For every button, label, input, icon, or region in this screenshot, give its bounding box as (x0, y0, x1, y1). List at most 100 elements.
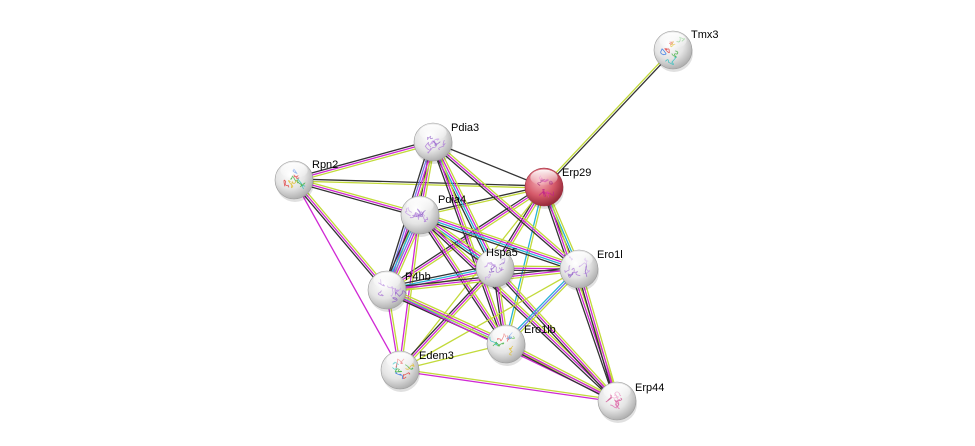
node-p4hb[interactable]: P4hb (367, 270, 431, 312)
node-label: Pdia4 (438, 194, 466, 206)
edge-ero1l-edem3[interactable] (399, 268, 580, 371)
edge-line-black (430, 142, 505, 345)
edge-line-black (417, 215, 505, 346)
edge-pdia3-rpn2[interactable] (293, 139, 434, 183)
node-label: Ero1l (597, 249, 623, 261)
edges-layer (291, 48, 675, 404)
edge-line-magenta (505, 343, 618, 402)
edge-line-magenta (419, 214, 618, 402)
node-ero1l[interactable]: Ero1l (559, 249, 623, 291)
node-highlight (530, 169, 558, 186)
node-highlight (481, 250, 509, 267)
edge-rpn2-edem3[interactable] (293, 179, 401, 371)
node-label: Edem3 (419, 350, 454, 362)
node-highlight (280, 162, 308, 179)
edge-line-black (293, 139, 433, 179)
edge-rpn2-p4hb[interactable] (291, 178, 390, 292)
edge-line-magenta (494, 267, 618, 402)
edge-line-green (294, 177, 421, 214)
node-highlight (373, 272, 401, 289)
node-pdia4[interactable]: Pdia4 (400, 194, 466, 237)
edge-line-magenta (399, 370, 617, 403)
edge-line-green (400, 215, 422, 371)
edge-line-green (496, 266, 620, 401)
node-highlight (419, 124, 447, 141)
edge-line-black (504, 345, 617, 404)
edge-line-magenta (293, 141, 434, 181)
edge-line-green (295, 178, 390, 290)
edge-pdia4-ero1l[interactable] (418, 211, 581, 273)
edge-line-black (419, 185, 544, 215)
edge-rpn2-pdia4[interactable] (293, 177, 421, 218)
edge-line-magenta (293, 179, 388, 291)
edge-line-black (431, 143, 579, 272)
edge-line-green (388, 286, 508, 342)
edge-erp29-pdia3[interactable] (432, 141, 545, 188)
edge-pdia4-erp44[interactable] (418, 213, 619, 403)
node-hspa5[interactable]: Hspa5 (475, 247, 518, 290)
edge-line-black (291, 180, 386, 292)
edge-line-magenta (433, 141, 497, 268)
edge-pdia3-ero1lb[interactable] (430, 141, 509, 345)
edge-hspa5-erp44[interactable] (492, 266, 620, 403)
edge-line-black (418, 217, 579, 273)
edge-pdia4-edem3[interactable] (398, 214, 422, 371)
edge-ero1l-erp44[interactable] (576, 268, 620, 402)
edge-erp29-pdia4[interactable] (419, 185, 545, 217)
node-rpn2[interactable]: Rpn2 (274, 159, 338, 202)
edge-line-green (420, 211, 581, 267)
node-label: Erp29 (562, 167, 591, 179)
edge-line-black (541, 187, 616, 402)
edge-line-green (400, 368, 618, 401)
edge-line-green (399, 268, 580, 371)
node-highlight (492, 326, 520, 343)
edge-line-green (421, 213, 509, 344)
edge-line-black (432, 141, 545, 188)
node-erp44[interactable]: Erp44 (597, 381, 664, 423)
edge-erp29-tmx3[interactable] (542, 48, 675, 189)
edge-line-black (418, 216, 617, 403)
node-label: P4hb (405, 271, 431, 283)
node-label: Hspa5 (486, 247, 518, 259)
edge-line-magenta (293, 179, 421, 216)
edge-line-green (433, 139, 581, 268)
edge-line-black (544, 50, 675, 189)
node-highlight (406, 197, 434, 214)
node-ero1lb[interactable]: Ero1lb (486, 324, 556, 366)
edge-line-green (506, 341, 619, 400)
edge-line-magenta (293, 179, 401, 371)
edge-line-magenta (398, 214, 420, 370)
edge-line-black (293, 181, 420, 218)
node-label: Rpn2 (312, 159, 338, 171)
edge-line-green (420, 213, 619, 400)
edge-line-black (492, 268, 616, 403)
edge-pdia3-ero1l[interactable] (431, 139, 581, 272)
edge-line-black (576, 269, 616, 402)
node-pdia3[interactable]: Pdia3 (413, 122, 479, 164)
node-label: Pdia3 (451, 122, 479, 134)
edge-line-magenta (578, 268, 618, 402)
edge-line-magenta (420, 213, 580, 269)
edge-line-green (420, 187, 545, 217)
node-highlight (386, 352, 414, 369)
node-tmx3[interactable]: Tmx3 (653, 29, 719, 72)
node-label: Tmx3 (691, 29, 719, 41)
node-highlight (565, 251, 593, 268)
edge-line-cyan (504, 186, 544, 344)
edge-ero1lb-erp44[interactable] (504, 341, 619, 404)
node-label: Ero1lb (524, 324, 556, 336)
edge-line-green (434, 141, 509, 344)
edge-line-cyan (419, 215, 579, 271)
edge-line-magenta (432, 141, 580, 270)
edge-line-green (580, 268, 620, 401)
node-edem3[interactable]: Edem3 (380, 350, 454, 392)
edge-line-magenta (432, 141, 507, 345)
node-label: Erp44 (635, 382, 664, 394)
edge-line-green (294, 143, 434, 183)
edge-edem3-erp44[interactable] (399, 368, 618, 403)
edge-line-green (435, 140, 499, 267)
node-highlight (659, 32, 687, 49)
node-erp29[interactable]: Erp29 (524, 167, 591, 209)
